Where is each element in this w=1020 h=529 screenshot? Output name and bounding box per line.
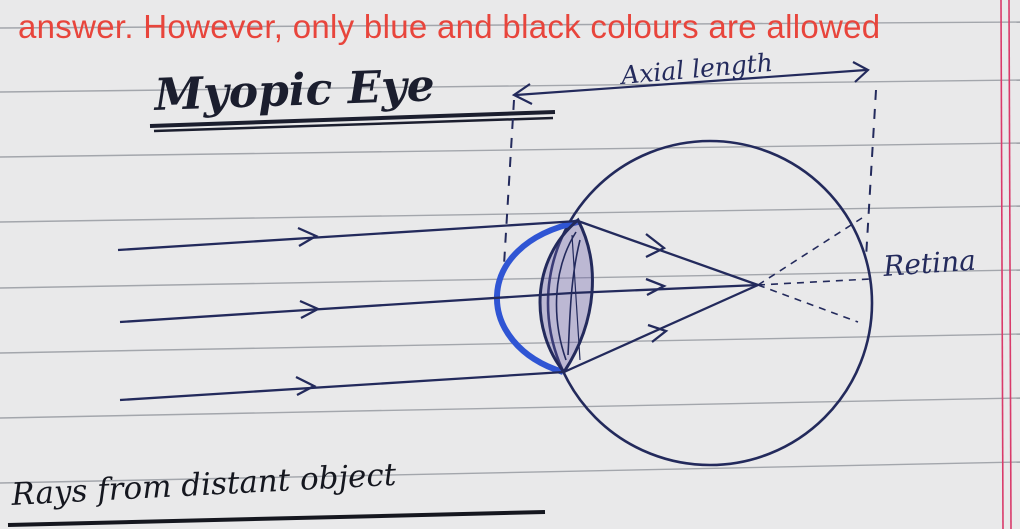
title-underline — [149, 110, 556, 133]
refracted-rays — [563, 219, 759, 374]
incoming-rays — [117, 219, 579, 402]
rays-underline — [7, 510, 546, 527]
ruled-lines — [0, 21, 1020, 484]
dashed-guides — [503, 89, 877, 266]
axial-length-arrow — [511, 61, 870, 105]
title-label: Myopic Eye — [152, 60, 436, 121]
cornea — [494, 219, 579, 375]
retina-label: Retina — [881, 244, 977, 283]
margin-lines — [1000, 0, 1012, 529]
eyeball — [546, 139, 874, 467]
lens — [538, 217, 594, 375]
diverging-dashed-rays — [757, 217, 871, 323]
overlay-text: answer. However, only blue and black col… — [18, 8, 881, 45]
rays-label: Rays from distant object — [10, 457, 398, 513]
